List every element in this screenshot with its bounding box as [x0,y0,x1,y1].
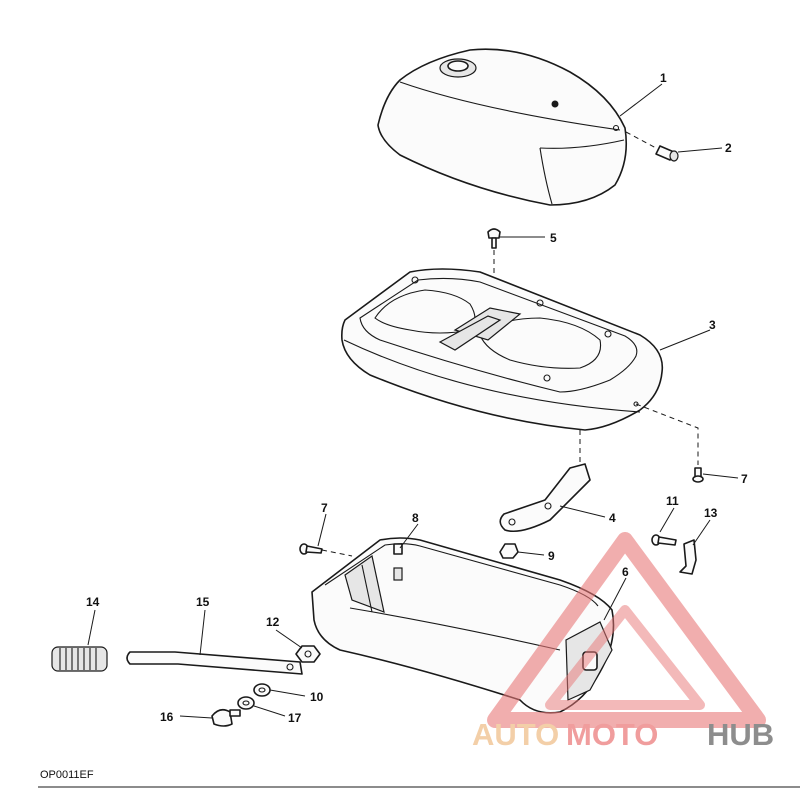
callout-9: 9 [548,549,555,563]
callout-numbers: 1 2 3 4 5 6 7 7 8 9 10 11 12 13 14 15 16… [86,71,748,725]
watermark-text-hub: HUB [707,717,774,752]
watermark-text-auto: AUTO [472,717,559,752]
bracket-part [499,430,591,533]
knob-part-16 [211,708,241,727]
washer-part-10 [253,683,271,697]
callout-1: 1 [660,71,667,85]
diagram-code: OP0011EF [40,769,94,781]
watermark-triangle-outer [487,532,766,728]
callout-3: 3 [709,318,716,332]
screw-part-7-right [692,467,704,483]
nut-part-9 [499,543,519,559]
washer-part-17 [237,696,255,710]
watermark-text-moto: MOTO [566,717,658,752]
callout-16: 16 [160,710,174,724]
callout-7-left: 7 [321,501,328,515]
latch-rod-part-15 [126,651,303,675]
callout-10: 10 [310,690,324,704]
grip-part-14 [51,646,108,672]
screw-part-11 [651,534,677,546]
callout-7-right: 7 [741,472,748,486]
upper-cover-part [377,48,628,206]
callout-8: 8 [412,511,419,525]
screw-part-7-left [299,543,353,557]
nut-part-12 [295,645,321,663]
callout-4: 4 [609,511,616,525]
callout-11: 11 [666,494,679,508]
callout-17: 17 [288,711,302,725]
callout-14: 14 [86,595,100,609]
callout-2: 2 [725,141,732,155]
watermark-triangle-inner [545,605,705,710]
clip-part-13 [679,539,697,575]
callout-13: 13 [704,506,718,520]
watermark: AUTO MOTO HUB [472,532,774,752]
callout-6: 6 [622,565,629,579]
leader-lines [87,83,739,719]
fastener-part-8 [393,543,403,555]
callout-5: 5 [550,231,557,245]
lower-tray-part [341,268,664,431]
plug-part [625,131,679,162]
screw-part-5 [487,228,501,300]
callout-15: 15 [196,595,210,609]
callout-12: 12 [266,615,280,629]
